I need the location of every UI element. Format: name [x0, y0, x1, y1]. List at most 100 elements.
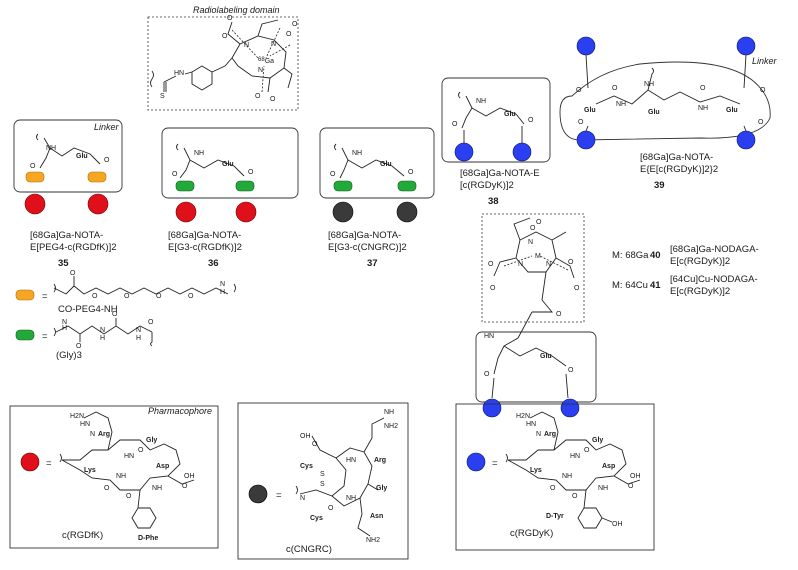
orange-linker-right [87, 171, 107, 183]
compound-38-number: 38 [488, 196, 499, 207]
compound-38-line2: [c(RGDyK)]2 [460, 180, 514, 191]
svg-text:O: O [104, 485, 110, 492]
svg-text:O: O [574, 285, 580, 292]
linker-heading-left: Linker [94, 122, 120, 132]
glu-label: Glu [76, 153, 88, 160]
svg-text:O: O [70, 270, 76, 277]
svg-text:O: O [227, 15, 233, 22]
svg-text:S: S [320, 481, 325, 488]
svg-text:H: H [136, 335, 141, 342]
svg-text:=: = [42, 331, 48, 342]
svg-text:O: O [758, 119, 764, 126]
svg-text:H: H [100, 335, 105, 342]
svg-text:O: O [576, 87, 582, 94]
compound-40-line2: E[c(RGDyK)]2 [670, 256, 730, 267]
svg-text:Cys: Cys [300, 463, 313, 470]
svg-text:O: O [568, 367, 574, 374]
red-sphere-right [235, 201, 257, 223]
svg-text:Asp: Asp [602, 463, 615, 470]
svg-text:O: O [760, 87, 766, 94]
svg-text:N: N [90, 431, 95, 438]
rgdfk-box [9, 405, 219, 549]
svg-text:Glu: Glu [380, 161, 392, 168]
orange-linker-key [15, 289, 35, 301]
compound-39-number: 39 [654, 180, 665, 191]
svg-text:O: O [612, 85, 618, 92]
compound-36-line1: [68Ga]Ga-NOTA- [168, 230, 241, 241]
svg-text:HN: HN [174, 70, 184, 77]
svg-text:O: O [530, 225, 536, 232]
svg-text:O: O [490, 285, 496, 292]
svg-text:O: O [408, 169, 414, 176]
svg-text:S: S [160, 93, 165, 100]
svg-text:NH: NH [194, 150, 204, 157]
pharmacophore-heading: Pharmacophore [148, 406, 212, 416]
gly-label: (Gly)3 [56, 350, 82, 361]
svg-text:N: N [300, 495, 305, 502]
svg-text:O: O [172, 171, 178, 178]
svg-text:O: O [556, 311, 562, 318]
svg-text:OH: OH [184, 473, 195, 480]
compound-39-line2: E{E[c(RGDyK)]2}2 [640, 164, 718, 175]
svg-text:N: N [258, 67, 263, 74]
svg-text:O: O [584, 447, 590, 454]
svg-text:Arg: Arg [98, 431, 110, 438]
svg-text:HN: HN [346, 457, 356, 464]
nodaga-dashed-box [481, 213, 585, 323]
svg-text:O: O [312, 441, 318, 448]
compound-39-linker-outline [559, 61, 771, 141]
svg-text:O: O [126, 493, 132, 500]
compound-40-number: 40 [650, 250, 661, 261]
svg-text:N: N [536, 431, 541, 438]
svg-text:NH: NH [616, 101, 626, 108]
black-sphere-key [248, 484, 268, 504]
compound-38: NH O O Glu [68Ga]Ga-NOTA-E [c(RGDyK)]2 3… [441, 77, 551, 207]
ga68-center: 68Ga [258, 57, 274, 65]
svg-text:Gly: Gly [146, 437, 157, 444]
svg-text:Glu: Glu [540, 353, 552, 360]
svg-text:O: O [572, 493, 578, 500]
svg-text:NH: NH [598, 485, 608, 492]
svg-text:Asp: Asp [156, 463, 169, 470]
svg-text:O: O [568, 259, 574, 266]
svg-text:N: N [136, 327, 141, 334]
attachment-wave [150, 70, 154, 88]
svg-text:S: S [320, 471, 325, 478]
svg-text:O: O [292, 21, 298, 28]
d-phe-label: D-Phe [138, 535, 158, 542]
rgdyk-box [455, 403, 655, 551]
svg-text:O: O [488, 261, 494, 268]
svg-text:NH: NH [644, 81, 654, 88]
compound-35-line1: [68Ga]Ga-NOTA- [30, 230, 103, 241]
svg-text:O: O [76, 343, 82, 350]
compound-41-line2: E[c(RGDyK)]2 [670, 286, 730, 297]
svg-text:O: O [484, 371, 490, 378]
compound-37-box [319, 127, 435, 199]
blue-sphere-right [512, 142, 532, 162]
svg-text:NH: NH [352, 150, 362, 157]
svg-text:Lys: Lys [84, 467, 96, 474]
svg-text:HN: HN [124, 453, 134, 460]
svg-text:Gly: Gly [376, 485, 387, 492]
svg-text:O: O [550, 485, 556, 492]
svg-text:O: O [700, 85, 706, 92]
svg-text:Glu: Glu [222, 161, 234, 168]
svg-text:NH2: NH2 [384, 423, 398, 430]
svg-text:O: O [578, 119, 584, 126]
svg-text:N: N [220, 281, 225, 288]
svg-text:H2N: H2N [70, 413, 84, 420]
svg-text:NH: NH [346, 495, 356, 502]
linker-heading-right: Linker [752, 56, 778, 66]
nodaga-macrocycle [515, 231, 557, 273]
svg-text:Glu: Glu [648, 109, 660, 116]
compound-35-number: 35 [58, 258, 69, 269]
svg-text:O: O [30, 163, 36, 170]
blue-sphere [736, 130, 756, 150]
green-linker-right [397, 180, 417, 192]
svg-text:H2N: H2N [516, 413, 530, 420]
compound-41-number: 41 [650, 280, 661, 291]
svg-text:HN: HN [526, 421, 536, 428]
compound-35-line2: E[PEG4-c(RGDfK)]2 [30, 242, 117, 253]
svg-text:O: O [188, 293, 194, 300]
